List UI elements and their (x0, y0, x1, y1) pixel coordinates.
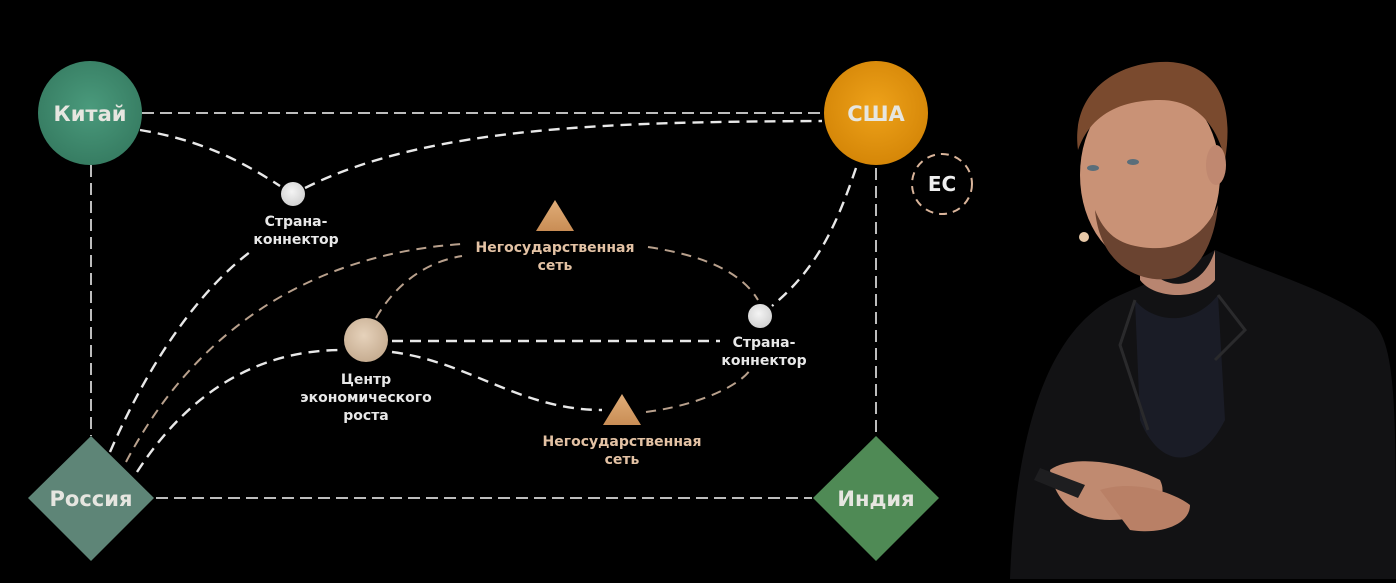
node-india[interactable]: Индия (813, 436, 939, 561)
node-network-top[interactable]: Негосударственная сеть (476, 200, 635, 274)
edges (90, 112, 877, 499)
node-connector-top[interactable]: Страна- коннектор (253, 182, 339, 248)
network-bottom-label-1: Негосударственная (543, 434, 702, 450)
edge-russia-connector-top (108, 251, 251, 453)
edge-russia-network-top (125, 243, 463, 463)
network-top-label-1: Негосударственная (476, 240, 635, 256)
node-russia-label: Россия (50, 487, 133, 511)
edge-network-top-connector (647, 246, 759, 301)
connector-right-label-1: Страна- (733, 335, 796, 351)
edge-network-bottom-connector (645, 369, 751, 413)
node-russia[interactable]: Россия (28, 436, 154, 561)
edge-connector-usa (304, 119, 823, 190)
node-eu[interactable]: ЕС (911, 153, 973, 215)
node-network-bottom[interactable]: Негосударственная сеть (543, 394, 702, 468)
edge-usa-connector-right (771, 167, 858, 307)
node-connector-right[interactable]: Страна- коннектор (721, 304, 807, 369)
node-usa[interactable]: США (824, 61, 928, 165)
node-growth-center[interactable]: Центр экономического роста (300, 318, 432, 424)
edge-russia-growth (135, 348, 343, 473)
node-china[interactable]: Китай (38, 61, 142, 165)
connector-top-label-2: коннектор (253, 232, 338, 248)
network-bottom-label-2: сеть (605, 452, 640, 468)
edge-growth-network-bottom (391, 350, 603, 412)
network-top-label-2: сеть (538, 258, 573, 274)
triangle-icon (603, 394, 641, 425)
growth-label-1: Центр (341, 372, 391, 388)
speaker-photo (1010, 61, 1396, 579)
edge-china-connector (139, 128, 281, 188)
growth-label-2: экономического (300, 390, 432, 406)
node-eu-label: ЕС (928, 172, 956, 196)
growth-label-3: роста (343, 408, 389, 424)
connector-top-label-1: Страна- (265, 214, 328, 230)
node-india-label: Индия (837, 487, 914, 511)
edge-growth-network-top (375, 255, 463, 319)
node-usa-label: США (847, 102, 905, 126)
node-china-label: Китай (54, 102, 127, 126)
connector-right-label-2: коннектор (721, 353, 806, 369)
triangle-icon (536, 200, 574, 231)
